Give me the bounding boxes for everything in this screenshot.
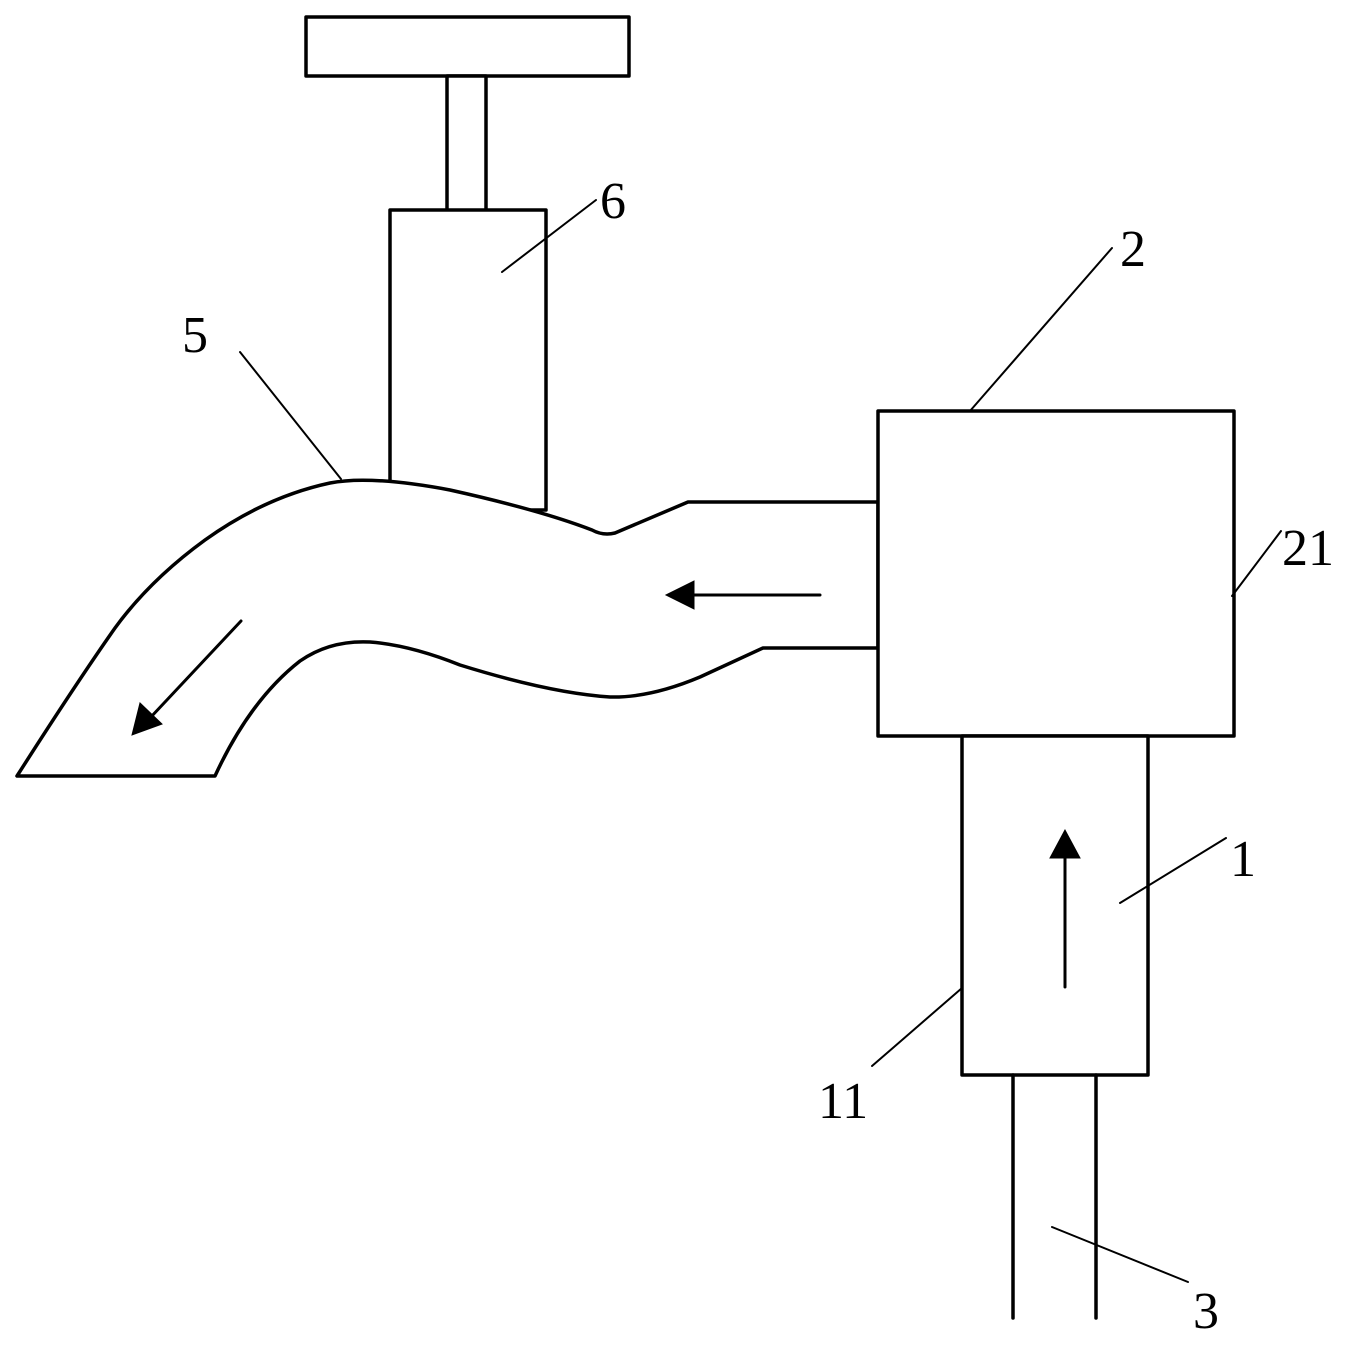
flow-arrow-up <box>1049 828 1081 989</box>
handle-bar <box>304 15 631 78</box>
flow-arrow-left <box>664 580 822 610</box>
label-21: 21 <box>1282 520 1334 577</box>
leader-21 <box>1231 530 1282 597</box>
flow-arrow-down-left <box>131 619 243 736</box>
leader-3 <box>1051 1226 1189 1283</box>
label-2: 2 <box>1120 221 1146 278</box>
label-5: 5 <box>182 307 208 364</box>
label-1: 1 <box>1230 831 1256 888</box>
leader-11 <box>871 987 963 1067</box>
label-3: 3 <box>1193 1283 1219 1340</box>
leader-6 <box>501 199 597 273</box>
spout-body <box>15 478 880 778</box>
control-box <box>876 409 1236 738</box>
inlet-housing <box>960 734 1150 1077</box>
label-11: 11 <box>818 1073 868 1130</box>
leader-5 <box>239 351 342 480</box>
valve-body <box>388 208 548 512</box>
label-6: 6 <box>600 173 626 230</box>
handle-stem <box>445 74 488 213</box>
leader-2 <box>969 247 1113 412</box>
leader-1 <box>1119 837 1227 904</box>
